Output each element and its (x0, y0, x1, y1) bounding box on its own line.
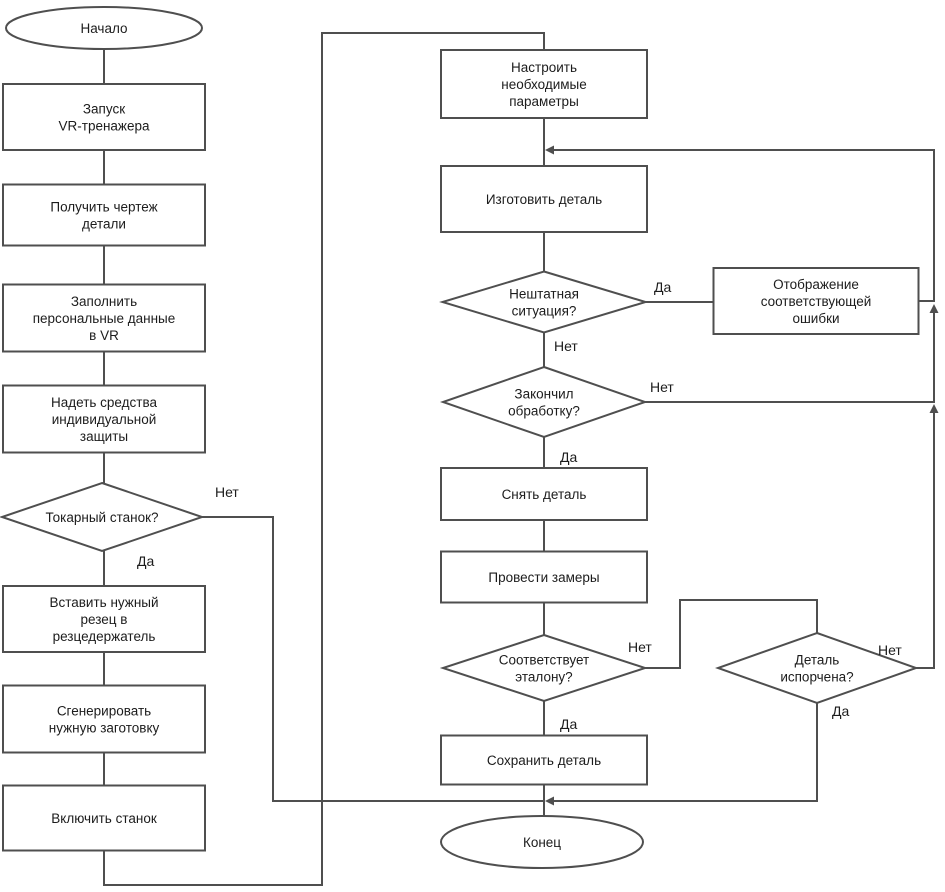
branch-label-emergency-no: Нет (554, 338, 578, 354)
error-box (712, 267, 920, 335)
save-box (440, 734, 648, 786)
make-box (440, 165, 648, 233)
node-lathe: Токарный станок? (0, 481, 206, 553)
lathe-decision-diamond (0, 481, 206, 553)
branch-label-lathe-no: Нет (215, 484, 239, 500)
edge-line-matches-no-to-spoiled (645, 599, 818, 669)
node-poweron: Включить станок (2, 784, 206, 852)
arrowhead-icon-spoiled-no-up-merge (929, 404, 939, 413)
save-label: Сохранить деталь (487, 753, 601, 768)
end-terminator (440, 815, 644, 869)
node-make: Изготовить деталь (440, 165, 648, 233)
edge-spoiled-no-up-merge (916, 404, 939, 669)
branch-label-matches-yes: Да (560, 716, 577, 732)
edge-poweron-to-params (103, 32, 545, 886)
branch-label-emergency-yes: Да (654, 279, 671, 295)
start-label: Начало (80, 21, 127, 36)
blank-box (2, 684, 206, 754)
edge-lathe-no-to-end-line (202, 516, 544, 802)
branch-label-finished-yes: Да (560, 449, 577, 465)
edge-finished-no-up-merge (645, 304, 939, 403)
remove-box (440, 467, 648, 521)
measure-box (440, 550, 648, 604)
arrowhead-icon-spoiled-yes-to-end (545, 796, 554, 806)
node-end: Конец (440, 815, 644, 869)
arrowhead-icon-error-return-to-make (545, 145, 554, 155)
measure-label: Провести замеры (488, 570, 599, 585)
launch-box (2, 83, 206, 151)
branch-label-spoiled-yes: Да (832, 703, 849, 719)
ppe-box (2, 384, 206, 454)
node-start: Начало (5, 6, 203, 50)
edge-error-return-to-make (545, 145, 935, 302)
params-box (440, 49, 648, 119)
start-terminator (5, 6, 203, 50)
branch-label-spoiled-no: Нет (878, 642, 902, 658)
poweron-box (2, 784, 206, 852)
edge-line-finished-no-up-merge (645, 313, 935, 403)
emergency-decision-diamond (439, 270, 649, 334)
branch-label-finished-no: Нет (650, 379, 674, 395)
branch-label-matches-no: Нет (628, 639, 652, 655)
spoiled-decision-diamond (714, 631, 920, 705)
finished-decision-diamond (439, 365, 649, 439)
drawing-box (2, 183, 206, 247)
edge-line-poweron-to-params (103, 32, 545, 886)
edge-line-spoiled-no-up-merge (916, 413, 935, 669)
edge-line-lathe-no-to-end-line (202, 516, 544, 802)
remove-label: Снять деталь (502, 487, 587, 502)
node-save: Сохранить деталь (440, 734, 648, 786)
make-label: Изготовить деталь (486, 192, 602, 207)
arrowhead-icon-finished-no-up-merge (929, 304, 939, 313)
edge-line-spoiled-yes-to-end (554, 703, 818, 802)
edge-matches-no-to-spoiled (645, 599, 818, 669)
end-label: Конец (523, 835, 561, 850)
node-measure: Провести замеры (440, 550, 648, 604)
personal-box (2, 283, 206, 353)
node-remove: Снять деталь (440, 467, 648, 521)
cutter-box (2, 585, 206, 653)
branch-label-lathe-yes: Да (137, 553, 154, 569)
edge-line-error-return-to-make (554, 149, 935, 302)
matches-decision-diamond (439, 633, 649, 703)
poweron-label: Включить станок (51, 811, 157, 826)
lathe-label: Токарный станок? (45, 510, 158, 525)
edge-spoiled-yes-to-end (545, 703, 818, 806)
